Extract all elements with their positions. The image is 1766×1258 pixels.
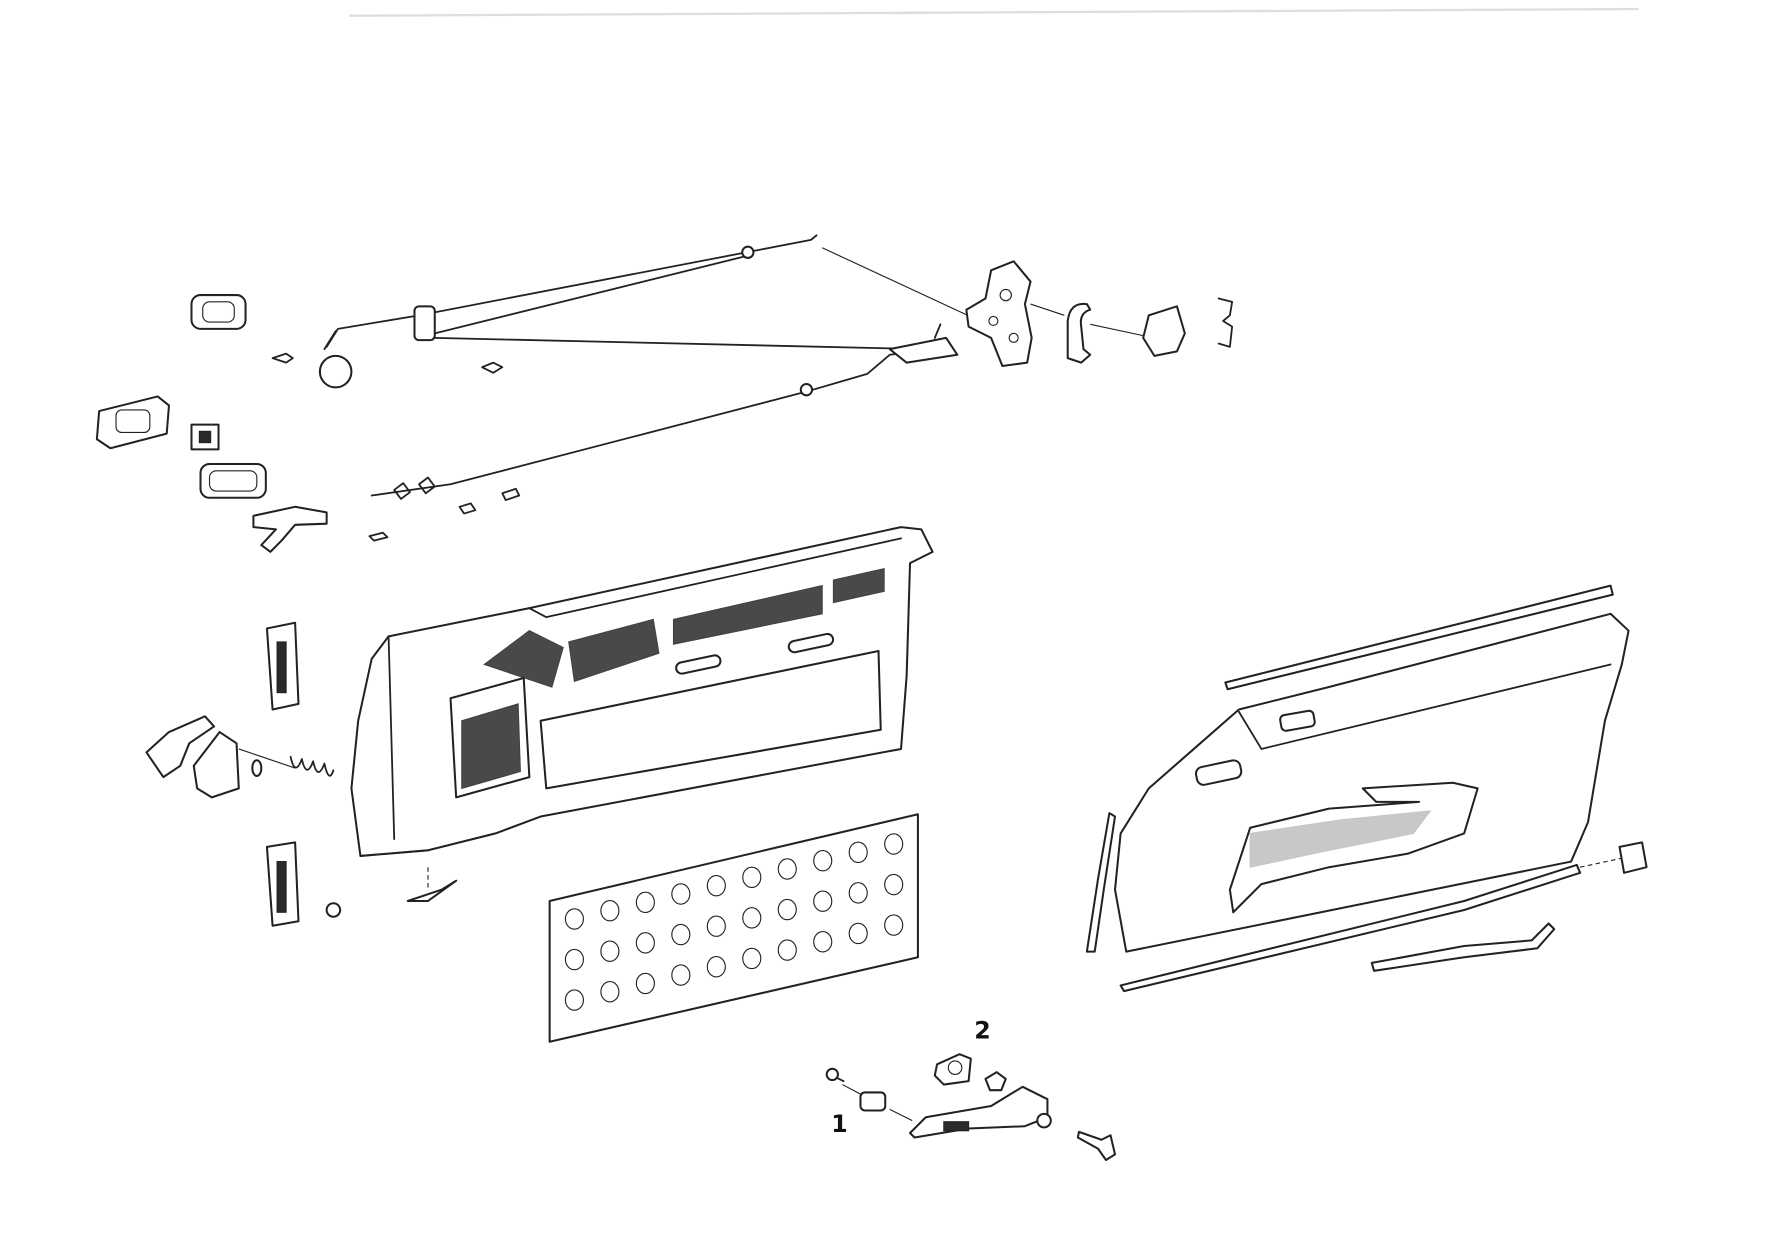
- perforation-hole: [884, 914, 904, 936]
- scan-edge: [349, 7, 1639, 17]
- lower-door-hinge: [265, 841, 300, 927]
- outer-door-skin: [1113, 612, 1630, 953]
- inner-door-handle: [252, 505, 328, 553]
- handle-gasket-rear: [933, 1053, 972, 1086]
- perforation-hole: [635, 932, 655, 954]
- lower-latch-rod: [370, 323, 959, 500]
- door-latch: [965, 260, 1033, 368]
- perforation-hole: [671, 883, 691, 905]
- upper-latch-rod: [323, 234, 925, 351]
- perforation-hole: [777, 939, 797, 961]
- perforation-hole: [671, 964, 691, 986]
- molding-end-cap: [1618, 841, 1648, 874]
- upper-door-hinge: [265, 621, 300, 711]
- leader-line: [1090, 323, 1144, 337]
- lock-cylinder: [1036, 1112, 1052, 1129]
- rod-clips: [458, 487, 521, 515]
- perforation-hole: [564, 948, 584, 971]
- perforation-hole: [777, 858, 797, 880]
- perforation-hole: [600, 981, 620, 1003]
- clip: [368, 531, 389, 542]
- washer: [251, 759, 263, 777]
- shim-plate: [1217, 297, 1234, 348]
- handle-escutcheon-upper: [190, 294, 247, 330]
- door-wedge: [406, 879, 458, 902]
- perforation-hole: [742, 947, 762, 970]
- perforation-hole: [777, 898, 797, 921]
- striker-bracket: [1066, 302, 1092, 364]
- inner-door-handle-recess: [199, 462, 267, 499]
- striker-plate: [1142, 305, 1186, 357]
- rocker-molding: [1119, 863, 1582, 993]
- perforation-hole: [706, 956, 726, 978]
- perforation-hole: [635, 891, 655, 914]
- perforation-hole: [635, 972, 655, 995]
- perforation-hole: [848, 841, 868, 864]
- hinge-bolt: [325, 902, 342, 918]
- lower-trim-strip: [1370, 922, 1556, 972]
- perforation-hole: [706, 915, 726, 937]
- spring: [289, 755, 335, 777]
- perforation-hole: [813, 849, 833, 872]
- perforation-hole: [671, 923, 691, 946]
- door-edge-seal: [1085, 812, 1117, 953]
- callout-label-1: 1: [831, 1110, 847, 1138]
- perforation-hole: [742, 907, 762, 929]
- clip: [481, 361, 504, 374]
- leader-line: [821, 247, 981, 322]
- leader-line: [238, 748, 296, 769]
- perforation-hole: [813, 890, 833, 912]
- perforation-hole: [813, 931, 833, 953]
- perforation-hole: [600, 899, 620, 922]
- handle-gasket-front: [859, 1091, 887, 1112]
- clip: [271, 352, 294, 364]
- window-belt-molding: [1224, 584, 1614, 691]
- handle-escutcheon-plate: [95, 395, 170, 450]
- door-check-arm: [145, 715, 216, 779]
- door-key: [1076, 1130, 1117, 1162]
- door-check-bracket: [192, 731, 240, 799]
- handle-screw: [825, 1067, 845, 1083]
- perforation-hole: [706, 874, 726, 897]
- perforation-hole: [564, 989, 584, 1011]
- window-crank-knob: [318, 354, 353, 389]
- perforation-hole: [742, 866, 762, 889]
- perforation-hole: [848, 882, 868, 904]
- perforation-hole: [848, 922, 868, 945]
- outer-door-handle: [909, 1085, 1049, 1139]
- handle-pushbutton: [984, 1071, 1007, 1092]
- inner-door-frame: [350, 526, 934, 857]
- leader-line: [1030, 303, 1065, 316]
- perforation-hole: [600, 940, 620, 962]
- perforated-panel: [548, 813, 919, 1043]
- perforation-hole: [884, 833, 904, 855]
- perforation-hole: [884, 873, 904, 896]
- callout-label-2: 2: [974, 1016, 990, 1044]
- perforation-hole: [564, 908, 584, 930]
